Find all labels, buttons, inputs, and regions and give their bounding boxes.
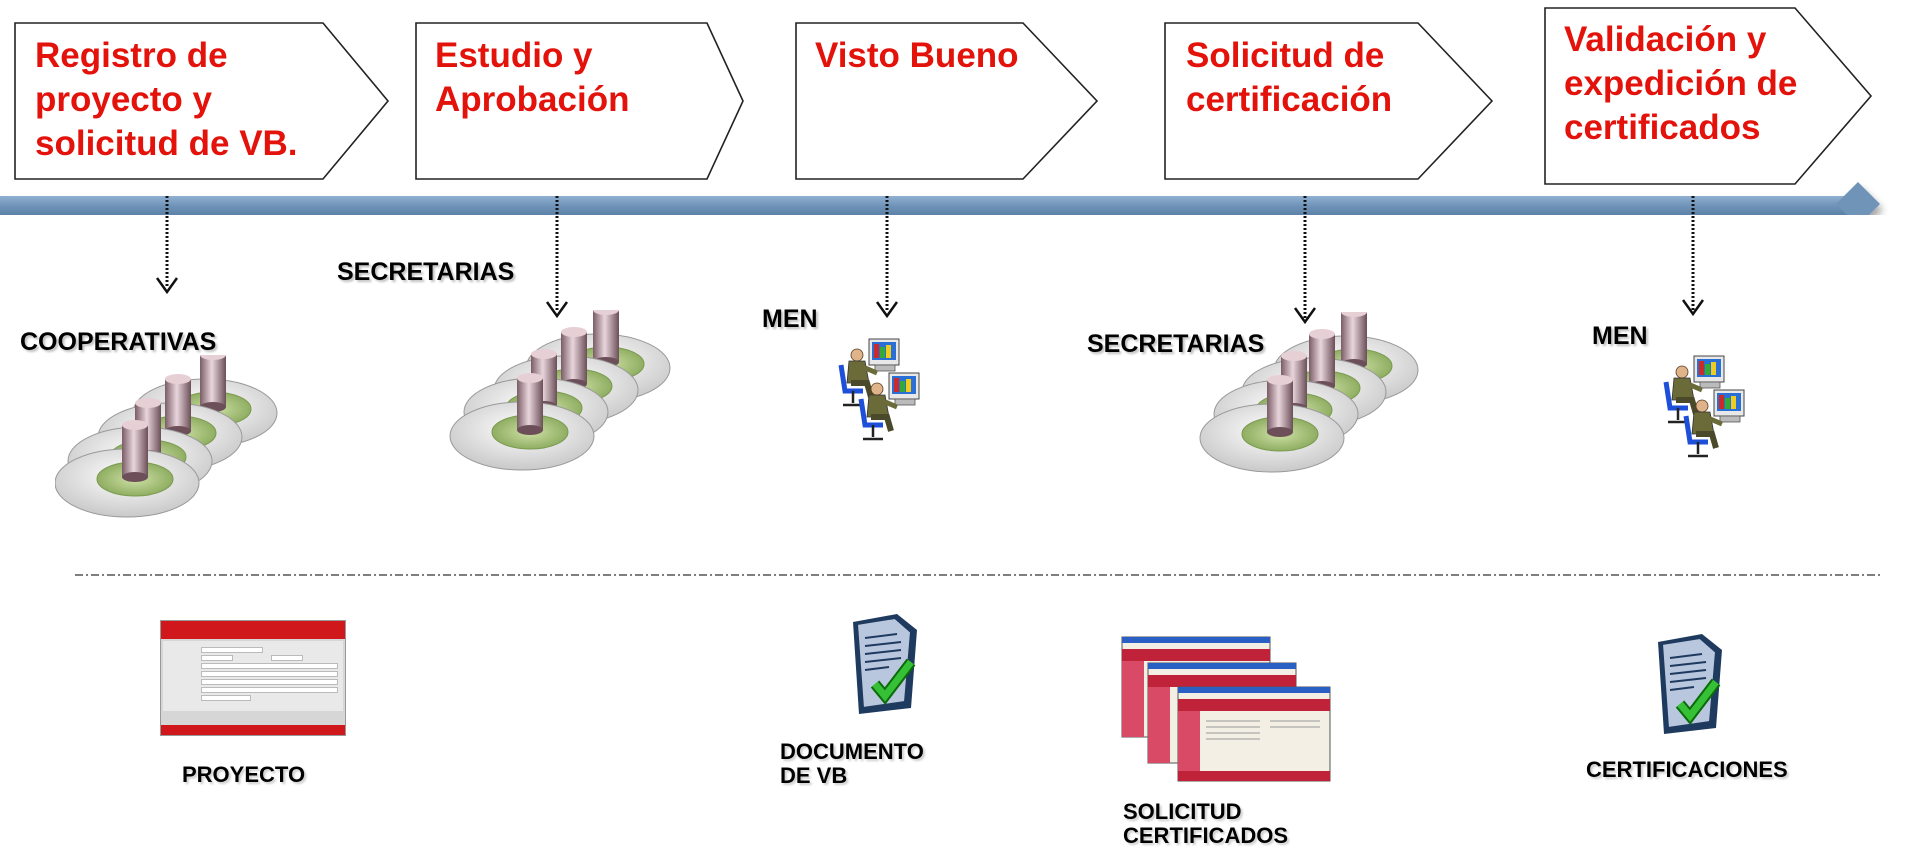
- server-cluster-icon: [1199, 312, 1419, 473]
- section-divider: [75, 574, 1880, 576]
- approved-document-icon: [1658, 634, 1722, 734]
- connector-arrowhead: [155, 277, 179, 295]
- doc-label-documento-vb: DOCUMENTO DE VB: [780, 739, 924, 788]
- actor-secretarias-2: SECRETARIAS: [1087, 330, 1265, 358]
- step-box-2: [415, 22, 744, 180]
- step-box-5: [1544, 7, 1873, 185]
- approved-document-icon: [853, 614, 917, 714]
- server-cluster-icon: [449, 310, 671, 471]
- actor-secretarias-1: SECRETARIAS: [337, 258, 515, 286]
- actor-men-2: MEN: [1592, 322, 1648, 350]
- connector-arrowhead: [1681, 299, 1705, 317]
- doc-label-proyecto: PROYECTO: [182, 762, 306, 787]
- step-label-validacion: Validación y expedición de certificados: [1564, 20, 1798, 147]
- connector-arrowhead: [1293, 307, 1317, 325]
- step-label-estudio: Estudio y Aprobación: [435, 36, 630, 119]
- steps-layer: [0, 7, 1880, 215]
- actor-cooperativas: COOPERATIVAS: [20, 328, 217, 356]
- doc-label-certificaciones: CERTIFICACIONES: [1586, 757, 1788, 782]
- connector-arrowhead: [875, 301, 899, 319]
- connector-arrowhead: [545, 301, 569, 319]
- step-box-1: [14, 22, 390, 180]
- form-screenshot-icon: [160, 620, 346, 736]
- step-label-solicitud: Solicitud de certificación: [1186, 36, 1393, 119]
- server-cluster-icon: [55, 355, 278, 518]
- browser-windows-icon: [1121, 636, 1331, 782]
- doc-label-solicitud: SOLICITUD CERTIFICADOS: [1123, 799, 1288, 848]
- actor-men-1: MEN: [762, 305, 818, 333]
- timeline-arrow: [0, 182, 1880, 215]
- users-at-computers-icon: [1660, 352, 1750, 482]
- step-box-3: [795, 22, 1099, 180]
- step-box-4: [1164, 22, 1494, 180]
- users-at-computers-icon: [835, 335, 925, 465]
- connectors-layer: [155, 196, 1705, 325]
- step-label-registro: Registro de proyecto y solicitud de VB.: [35, 36, 298, 163]
- step-label-visto-bueno: Visto Bueno: [815, 36, 1019, 75]
